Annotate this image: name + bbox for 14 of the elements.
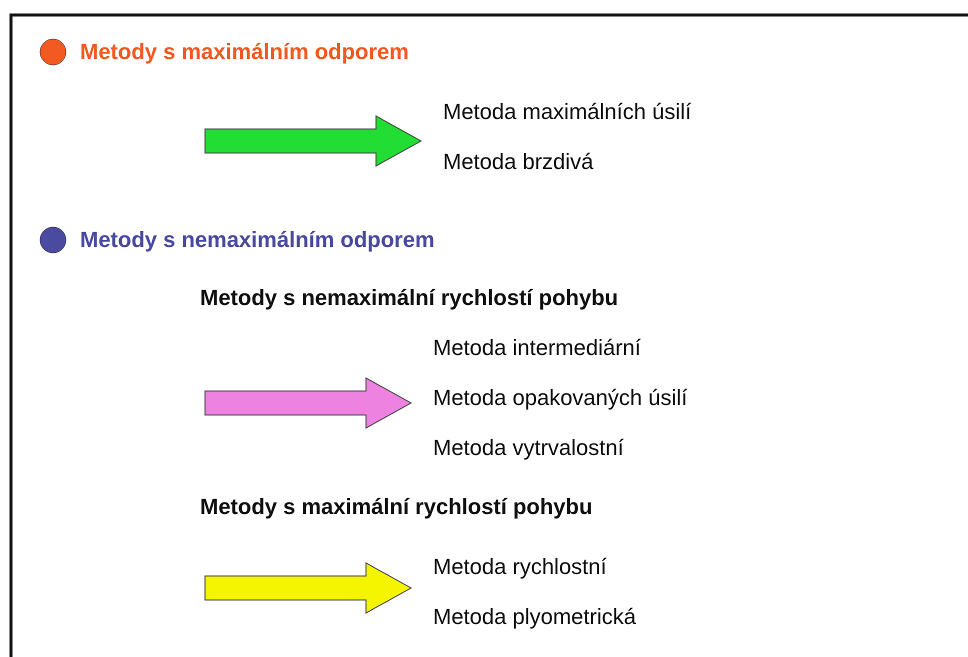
section-heading: Metody s nemaximálním odporem	[80, 227, 435, 253]
block-arrow	[204, 562, 412, 614]
block-arrow	[204, 377, 412, 429]
block-arrow	[204, 115, 422, 167]
subheading: Metody s nemaximální rychlostí pohybu	[200, 285, 618, 311]
method-text: Metoda rychlostní	[433, 554, 607, 580]
subheading: Metody s maximální rychlostí pohybu	[200, 494, 592, 520]
method-text: Metoda maximálních úsilí	[443, 99, 692, 125]
method-text: Metoda opakovaných úsilí	[433, 385, 688, 411]
section-heading: Metody s maximálním odporem	[80, 39, 409, 65]
method-text: Metoda intermediární	[433, 335, 641, 361]
method-text: Metoda vytrvalostní	[433, 435, 624, 461]
method-text: Metoda plyometrická	[433, 604, 636, 630]
method-text: Metoda brzdivá	[443, 149, 594, 175]
